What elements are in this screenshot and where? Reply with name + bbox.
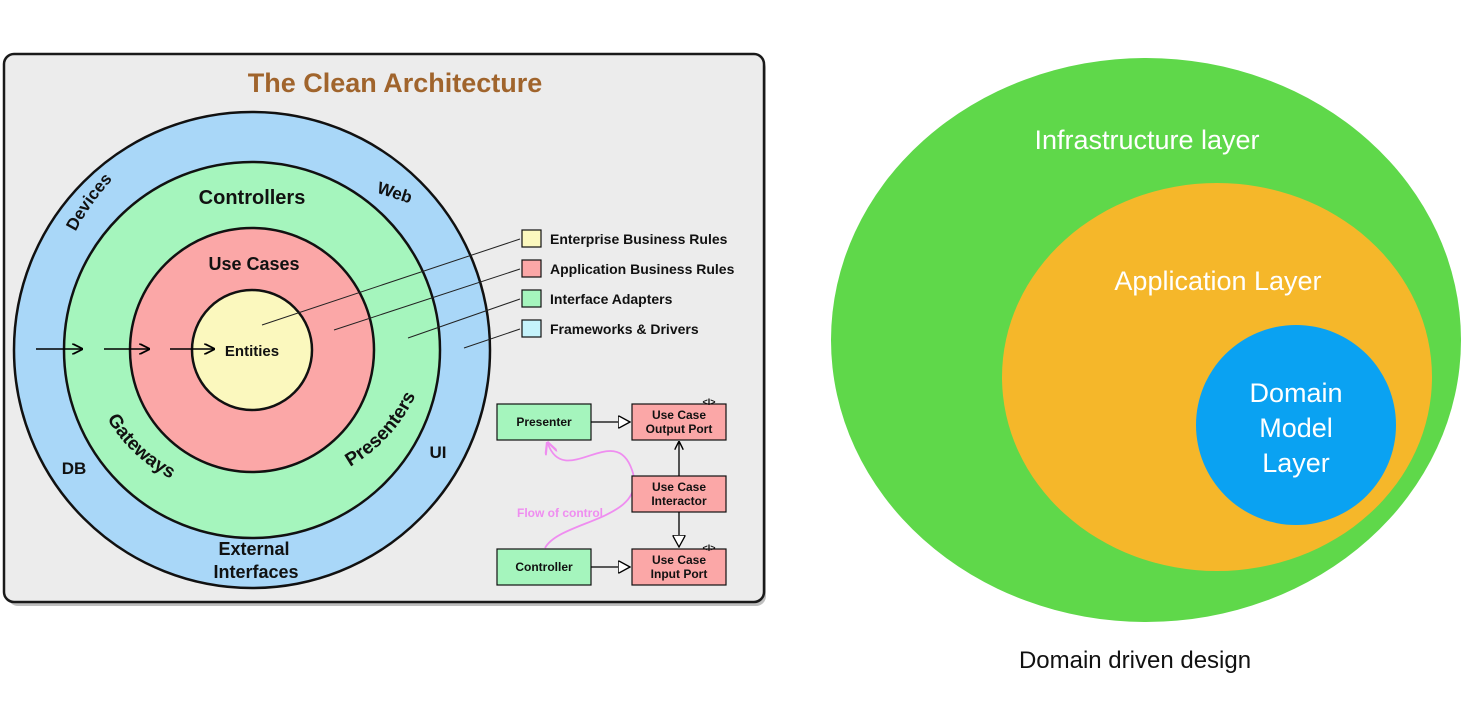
ui-label: UI (430, 443, 447, 462)
db-label: DB (62, 459, 87, 478)
entities-core (190, 288, 314, 412)
input-port-label-line2: Input Port (651, 567, 708, 581)
input-port-label-line1: Use Case (652, 553, 706, 567)
use-cases-label: Use Cases (208, 254, 299, 274)
domain-model-label-line3: Layer (1262, 448, 1330, 478)
flow-of-control-curve (544, 444, 636, 549)
clean-architecture-title: The Clean Architecture (248, 68, 543, 98)
interactor-label-line2: Interactor (651, 494, 707, 508)
domain-model-label-line2: Model (1259, 413, 1333, 443)
legend-label-adapters: Interface Adapters (550, 291, 673, 307)
controllers-label: Controllers (199, 187, 306, 209)
layer-legend: Enterprise Business Rules Application Bu… (521, 229, 735, 338)
presenter-label: Presenter (516, 415, 572, 429)
ddd-caption: Domain driven design (1018, 647, 1252, 674)
legend-swatch-adapters (521, 289, 542, 308)
input-port-box (631, 548, 727, 586)
controller-label: Controller (515, 560, 573, 574)
flow-of-control-diagram: Flow of control Presenter Use Case Outpu… (496, 397, 727, 586)
controller-box (496, 548, 592, 586)
interactor-label-line1: Use Case (652, 480, 706, 494)
domain-model-layer-circle (1196, 325, 1396, 525)
legend-swatch-enterprise (521, 229, 542, 248)
infrastructure-layer-label: Infrastructure layer (1034, 125, 1259, 155)
interfaces-label: Interfaces (213, 562, 298, 582)
legend-swatch-application (521, 259, 542, 278)
input-port-interface-marker: <I> (702, 543, 715, 553)
legend-label-enterprise: Enterprise Business Rules (550, 231, 728, 247)
clean-architecture-panel: The Clean Architecture Devices Web DB UI… (2, 52, 766, 606)
presenter-box (496, 403, 592, 441)
domain-model-label-line1: Domain (1249, 378, 1342, 408)
legend-leader-adapters (407, 298, 521, 339)
interactor-box (631, 475, 727, 513)
ddd-panel: Infrastructure layer Application Layer D… (831, 58, 1461, 622)
legend-label-application: Application Business Rules (550, 261, 735, 277)
legend-leader-frameworks (463, 328, 521, 349)
output-port-interface-marker: <I> (702, 397, 715, 407)
output-port-label-line2: Output Port (646, 422, 713, 436)
legend-label-frameworks: Frameworks & Drivers (550, 321, 699, 337)
entities-label: Entities (225, 343, 279, 360)
legend-leader-application (333, 268, 521, 331)
legend-swatch-frameworks (521, 319, 542, 338)
legend-leader-enterprise (261, 238, 521, 326)
application-layer-label: Application Layer (1114, 266, 1321, 296)
output-port-box (631, 403, 727, 441)
flow-of-control-label: Flow of control (517, 506, 603, 520)
output-port-label-line1: Use Case (652, 408, 706, 422)
external-label: External (218, 539, 289, 559)
